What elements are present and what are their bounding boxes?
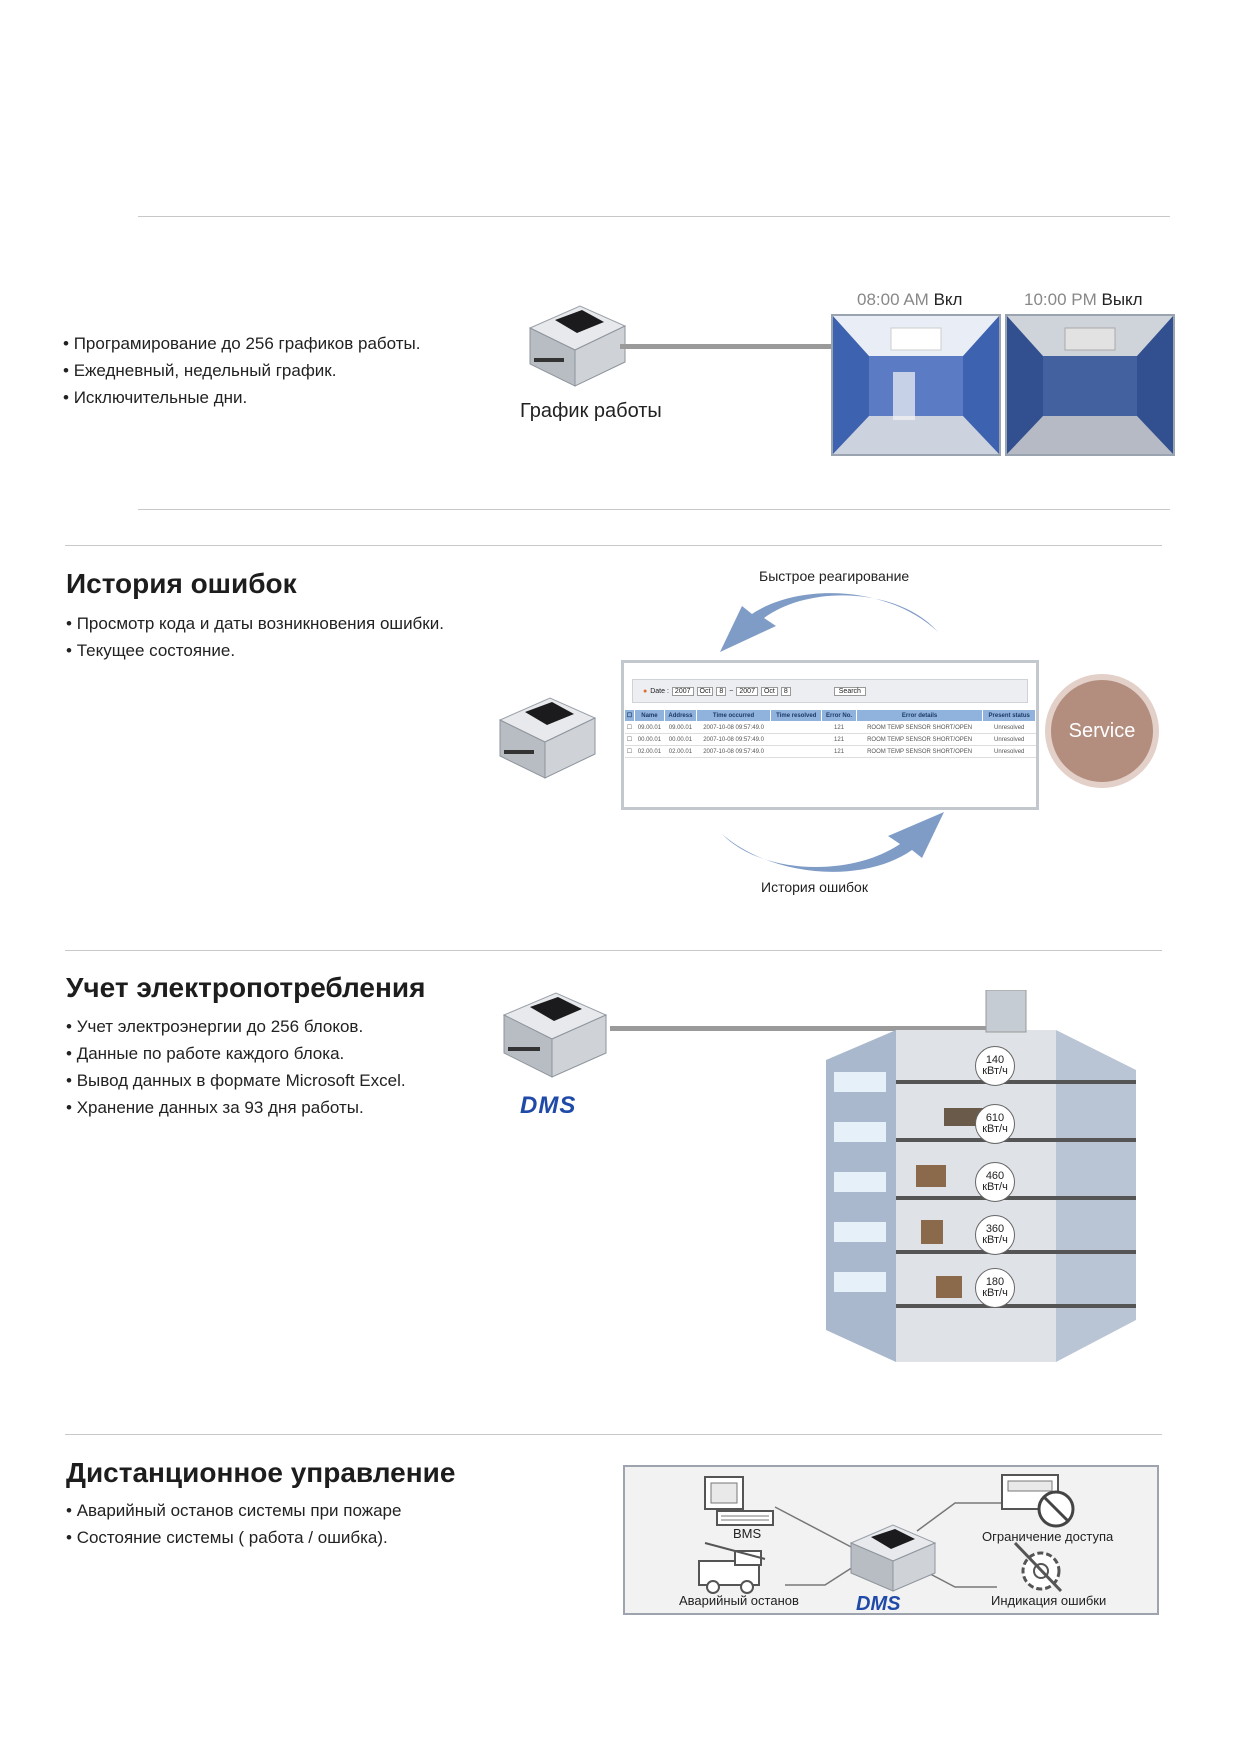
on-time-label: 08:00 AM Вкл bbox=[857, 290, 963, 309]
energy-bullet-list: Учет электроэнергии до 256 блоков. Данны… bbox=[66, 1013, 406, 1121]
errors-bullet-list: Просмотр кода и даты возникновения ошибк… bbox=[66, 610, 444, 664]
column-header: Time resolved bbox=[770, 709, 823, 722]
off-time-label: 10:00 PM Выкл bbox=[1024, 290, 1143, 309]
connection-line bbox=[610, 1026, 990, 1031]
diagram-connectors bbox=[774, 1502, 1005, 1588]
bullet-item: Аварийный останов системы при пожаре bbox=[66, 1497, 402, 1524]
bms-computer-icon bbox=[704, 1476, 774, 1526]
divider bbox=[138, 216, 1170, 217]
date-icon: ● bbox=[643, 687, 648, 695]
error-indication-label: Индикация ошибки bbox=[991, 1593, 1107, 1608]
bullet-item: Данные по работе каждого блока. bbox=[66, 1040, 406, 1067]
bullet-item: Текущее состояние. bbox=[66, 637, 444, 664]
table-row[interactable]: ☐ 00.00.01 00.00.01 2007-10-08 09:57:49.… bbox=[624, 733, 1036, 746]
search-button[interactable]: Search bbox=[833, 686, 866, 696]
device-caption: График работы bbox=[520, 400, 662, 422]
dms-controller-device bbox=[528, 305, 627, 387]
divider bbox=[65, 545, 1162, 546]
bullet-item: Учет электроэнергии до 256 блоков. bbox=[66, 1013, 406, 1040]
bms-label: BMS bbox=[733, 1526, 762, 1541]
to-month-select[interactable]: Oct bbox=[760, 686, 778, 696]
dms-logo: DMS bbox=[856, 1593, 901, 1615]
bottom-cycle-arrow-icon bbox=[722, 812, 944, 872]
office-photo-off bbox=[1005, 314, 1175, 456]
remote-control-diagram: BMS Ограничение доступа DMS Аварийный ос… bbox=[623, 1465, 1159, 1615]
schedule-bullet-list: Програмирование до 256 графиков работы. … bbox=[63, 330, 421, 411]
emergency-stop-label: Аварийный останов bbox=[679, 1593, 799, 1608]
error-history-window: ● Date : 2007 Oct 8 ~ 2007 Oct 8 Search … bbox=[621, 660, 1039, 810]
divider bbox=[65, 950, 1162, 951]
error-history-caption: История ошибок bbox=[761, 879, 868, 895]
row-checkbox[interactable]: ☐ bbox=[624, 745, 635, 758]
column-header: Error details bbox=[855, 709, 984, 722]
date-filter-toolbar: ● Date : 2007 Oct 8 ~ 2007 Oct 8 Search bbox=[632, 679, 1028, 703]
dms-controller-device bbox=[849, 1524, 937, 1592]
section-title: История ошибок bbox=[66, 568, 297, 599]
date-label: Date : bbox=[650, 687, 669, 695]
section-title: Учет электропотребления bbox=[66, 972, 426, 1003]
row-checkbox[interactable]: ☐ bbox=[624, 733, 635, 746]
service-badge: Service bbox=[1045, 674, 1159, 788]
divider bbox=[65, 1434, 1162, 1435]
office-photo-on bbox=[831, 314, 1001, 456]
dms-controller-device bbox=[498, 697, 597, 779]
bullet-item: Просмотр кода и даты возникновения ошибк… bbox=[66, 610, 444, 637]
top-cycle-arrow-icon bbox=[720, 593, 938, 652]
dms-controller-device bbox=[502, 992, 608, 1078]
bullet-item: Програмирование до 256 графиков работы. bbox=[63, 330, 421, 357]
column-header: Error No. bbox=[821, 709, 857, 722]
section-title: Дистанционное управление bbox=[66, 1457, 456, 1488]
error-indication-icon bbox=[1013, 1541, 1063, 1593]
error-table: ☐ Name Address Time occurred Time resolv… bbox=[624, 709, 1036, 758]
dms-logo: DMS bbox=[520, 1092, 577, 1119]
table-row[interactable]: ☐ 09.00.01 09.00.01 2007-10-08 09:57:49.… bbox=[624, 721, 1036, 734]
select-all-checkbox[interactable]: ☐ bbox=[624, 709, 635, 722]
from-year-select[interactable]: 2007 bbox=[671, 686, 694, 696]
column-header: Name bbox=[633, 709, 665, 722]
bullet-item: Состояние системы ( работа / ошибка). bbox=[66, 1524, 401, 1551]
access-restriction-icon bbox=[1001, 1474, 1075, 1528]
connection-line bbox=[620, 344, 832, 349]
from-month-select[interactable]: Oct bbox=[696, 686, 714, 696]
bullet-item: Вывод данных в формате Microsoft Excel. bbox=[66, 1067, 406, 1094]
bullet-item: Хранение данных за 93 дня работы. bbox=[66, 1094, 406, 1121]
divider bbox=[138, 509, 1170, 510]
column-header: Address bbox=[663, 709, 697, 722]
row-checkbox[interactable]: ☐ bbox=[624, 721, 635, 734]
to-day-select[interactable]: 8 bbox=[780, 686, 791, 696]
to-year-select[interactable]: 2007 bbox=[736, 686, 758, 696]
bullet-item: Ежедневный, недельный график. bbox=[63, 357, 420, 384]
building-cutaway-illustration bbox=[826, 990, 1136, 1362]
table-row[interactable]: ☐ 02.00.01 02.00.01 2007-10-08 09:57:49.… bbox=[624, 745, 1036, 758]
from-day-select[interactable]: 8 bbox=[716, 686, 727, 696]
quick-response-caption: Быстрое реагирование bbox=[759, 568, 910, 584]
column-header: Time occurred bbox=[695, 709, 772, 722]
column-header: Present status bbox=[982, 709, 1036, 722]
access-restriction-label: Ограничение доступа bbox=[982, 1529, 1114, 1544]
remote-bullet-list: Аварийный останов системы при пожаре Сос… bbox=[66, 1497, 402, 1551]
bullet-item: Исключительные дни. bbox=[63, 384, 420, 411]
fire-truck-icon bbox=[698, 1542, 766, 1594]
